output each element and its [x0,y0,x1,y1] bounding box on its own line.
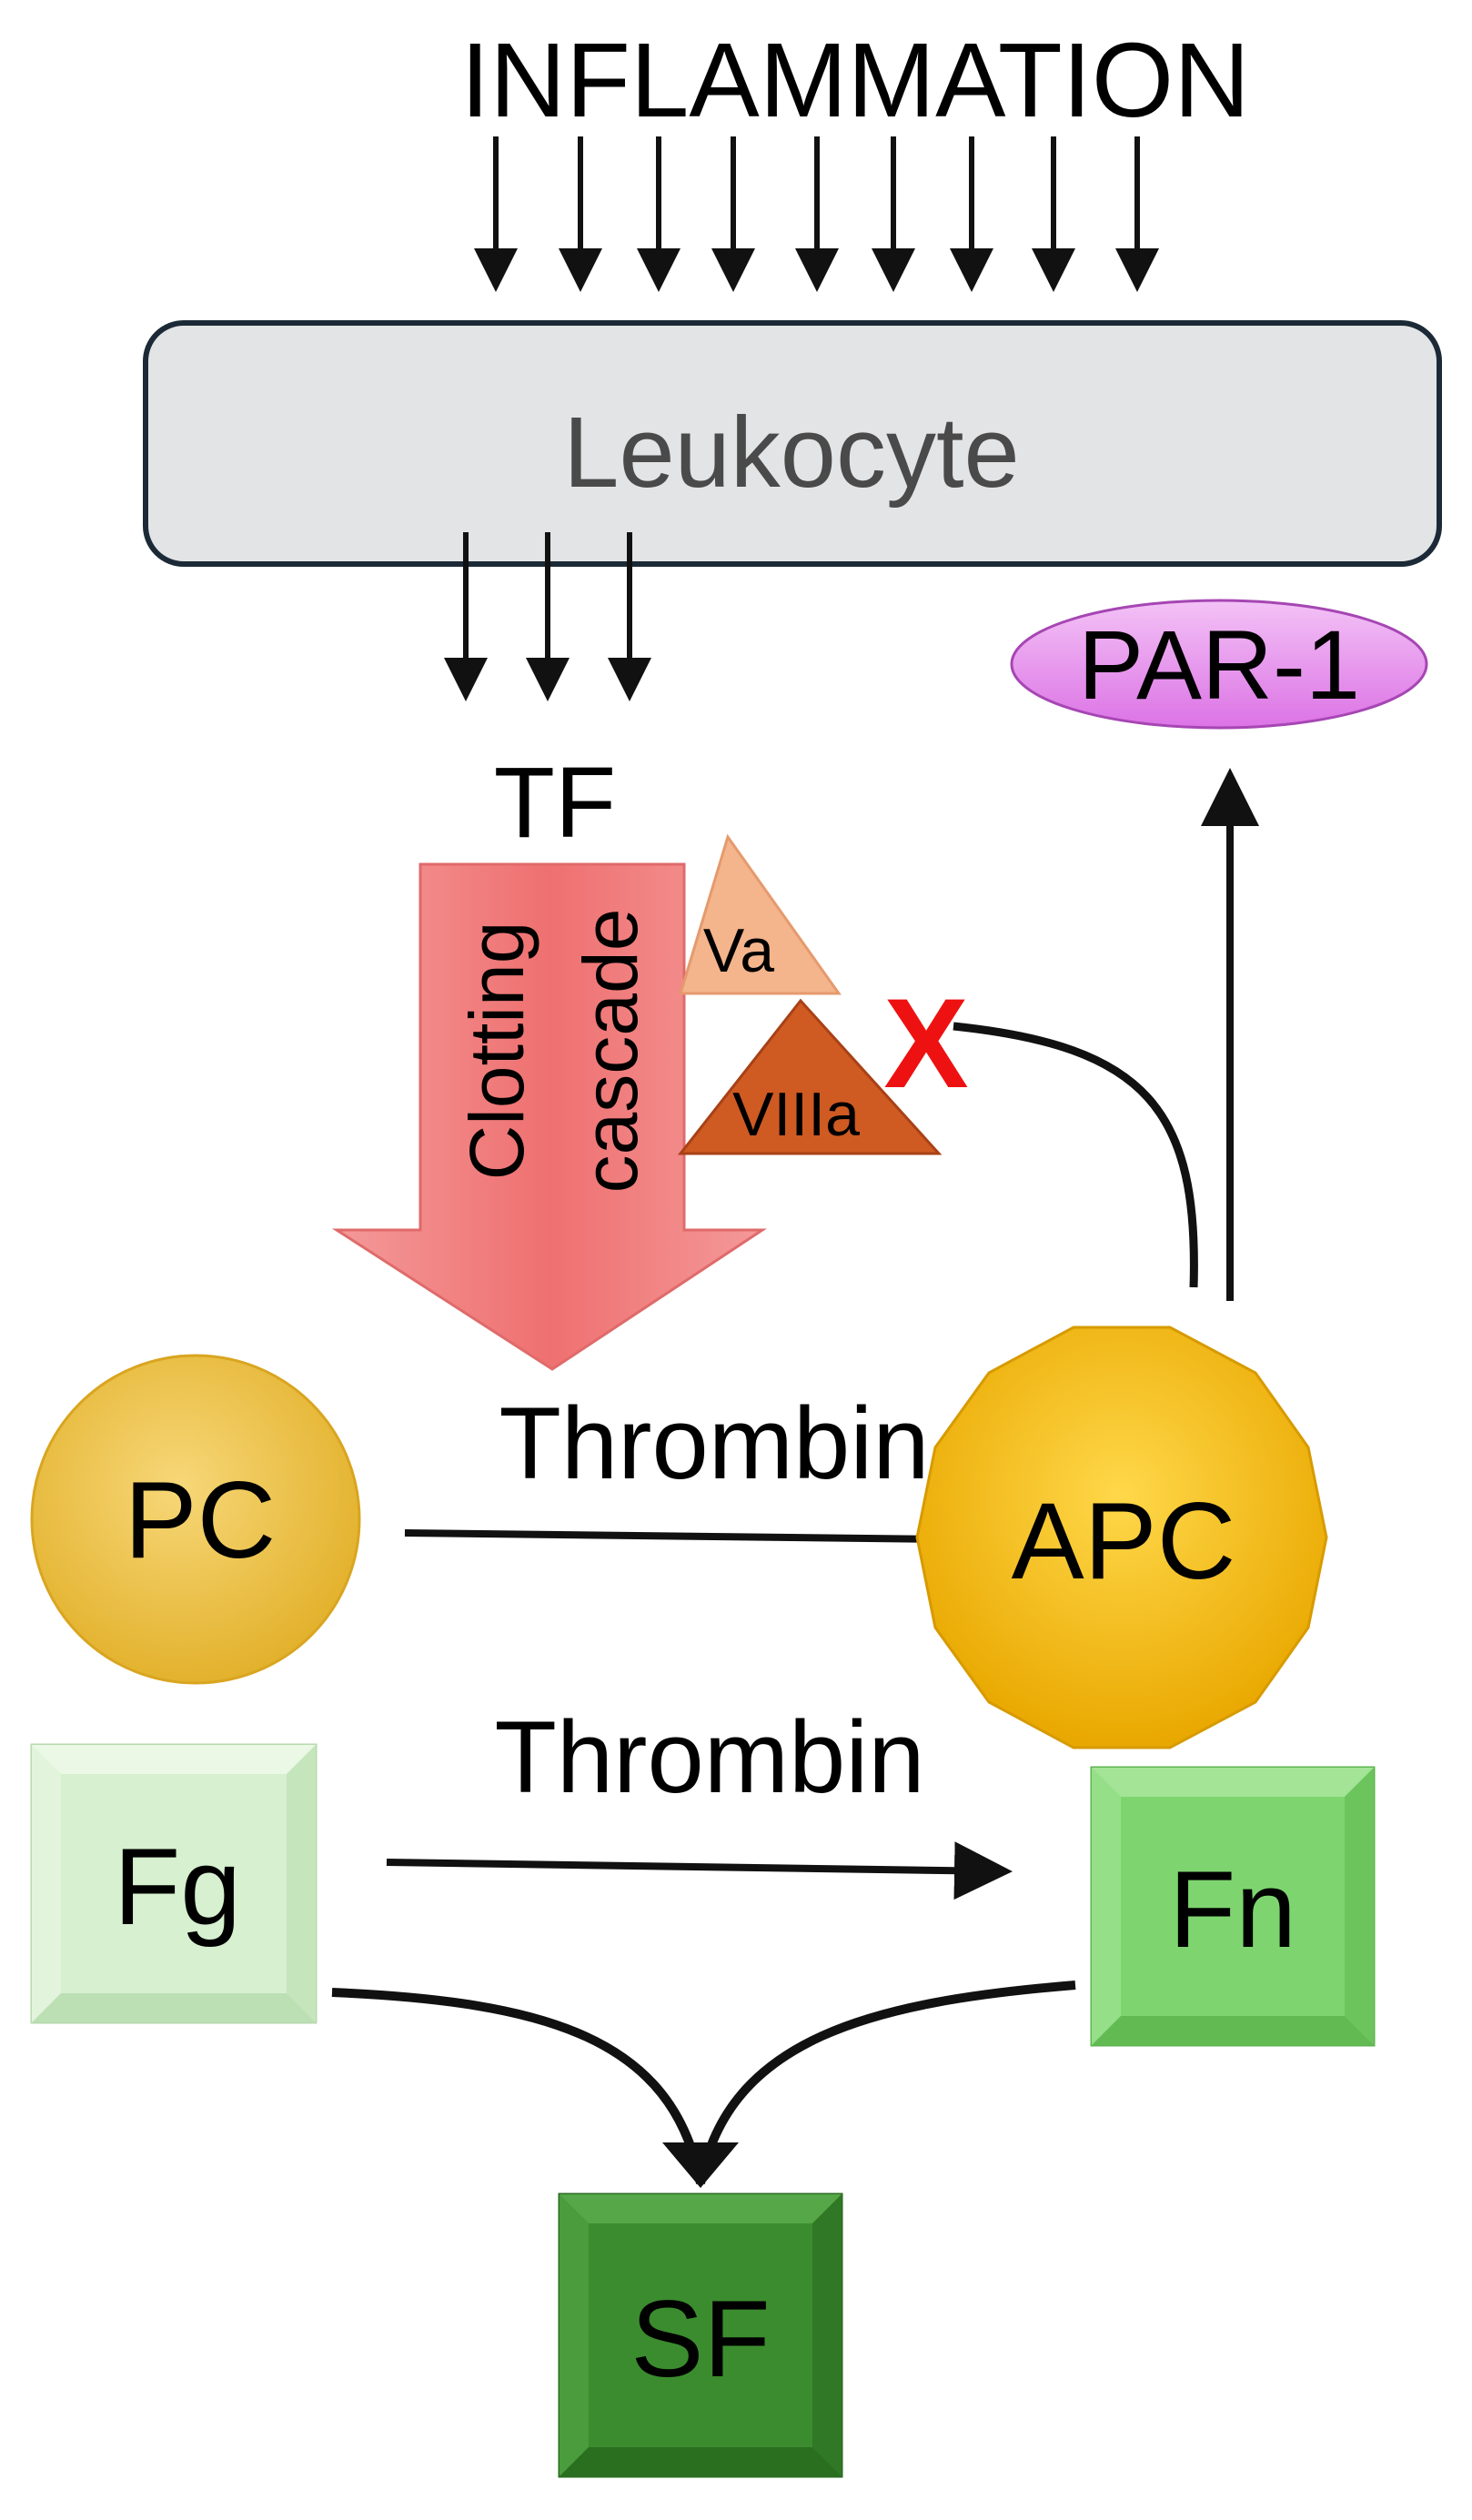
pc-label: PC [125,1459,277,1581]
fg-to-fn-arrow [386,1841,1013,1900]
va-label: Va [703,916,774,985]
factor-viiia-triangle [677,998,943,1155]
clotting-cascade-arrow [331,862,767,1371]
leukocyte-label: Leukocyte [563,397,1019,509]
fn-label: Fn [1169,1849,1296,1971]
apc-decagon [915,1326,1328,1749]
fn-to-sf-curve [696,1981,1076,2184]
cascade-label: cascade [568,909,653,1194]
thrombin-top-label: Thrombin [499,1386,929,1500]
sf-label: SF [630,2278,770,2400]
leukocyte-box [143,320,1442,567]
par1-label: PAR-1 [1078,610,1360,720]
tf-release-arrows [444,532,651,701]
tf-label: TF [494,747,616,859]
fg-label: Fg [114,1826,241,1948]
viiia-label: VIIIa [732,1080,860,1149]
fn-square [1090,1766,1376,2047]
inhibition-mark: X [883,972,968,1114]
clotting-label: Clotting [454,922,539,1181]
factor-va-triangle [678,833,842,995]
sf-square [558,2192,843,2478]
fg-square [30,1743,318,2024]
inflammation-arrows [474,136,1159,292]
pc-circle [30,1354,361,1685]
par1-receptor [1010,599,1428,730]
apc-label: APC [1012,1480,1236,1602]
fg-to-sf-curve [331,1988,705,2184]
thrombin-bottom-label: Thrombin [494,1700,924,1814]
inflammation-label: INFLAMMATION [460,21,1250,139]
sf-arrowhead [662,2142,739,2188]
inhibition-curve [953,1022,1198,1288]
